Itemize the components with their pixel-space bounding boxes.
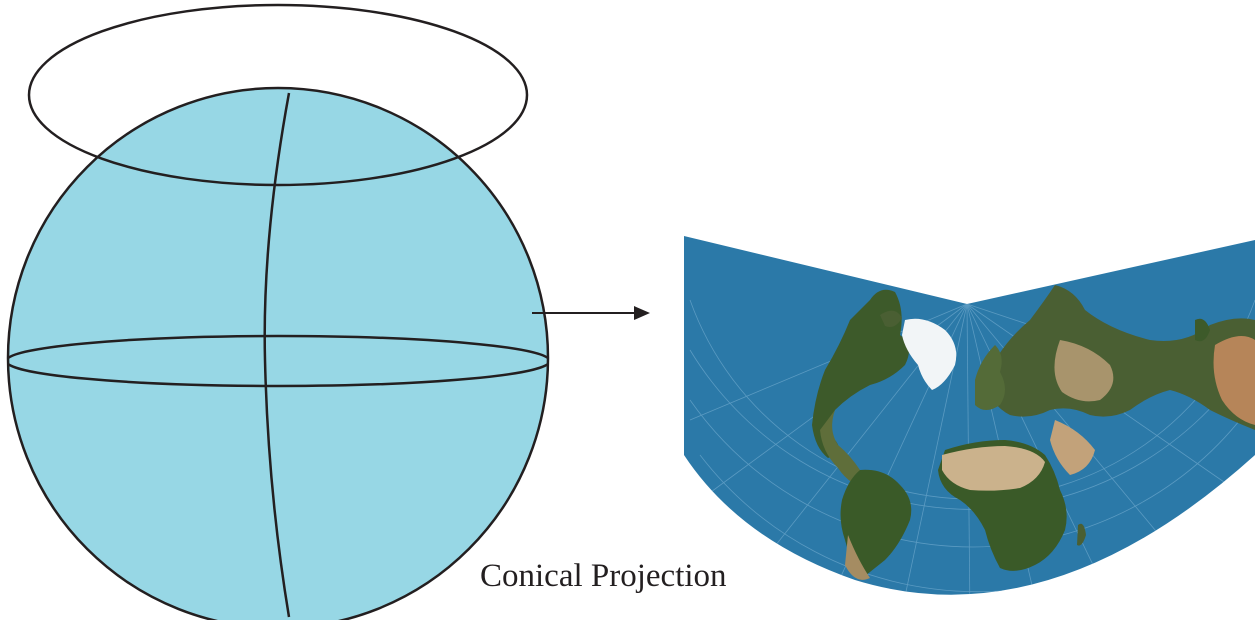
caption: Conical Projection xyxy=(480,558,727,594)
eurasia xyxy=(985,285,1255,430)
cone-rim-ellipse xyxy=(27,3,529,187)
north-america xyxy=(812,289,909,458)
greenland xyxy=(902,318,957,390)
globe xyxy=(6,86,550,620)
south-america xyxy=(840,469,912,580)
conic-map-image xyxy=(684,236,1255,595)
equator-line xyxy=(8,334,548,388)
arrow-right-icon xyxy=(532,306,650,320)
meridian-line xyxy=(263,92,291,618)
